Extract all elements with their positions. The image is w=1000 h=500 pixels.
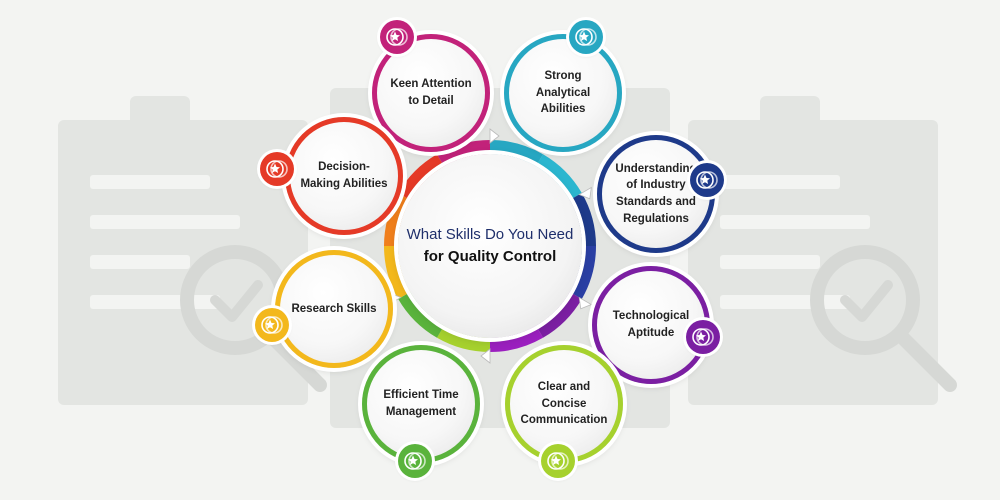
skill-label: Technological Aptitude	[612, 310, 690, 339]
ring-arrow-icon	[489, 128, 500, 144]
skill-node-time-management: Efficient Time Management	[362, 345, 480, 463]
hub-ring-segment	[569, 246, 596, 299]
star-badge-icon	[260, 152, 294, 186]
hub-ring-segment	[398, 292, 444, 338]
skill-label: Keen Attention to Detail	[390, 78, 472, 107]
star-badge-icon	[686, 320, 720, 354]
star-badge-icon	[255, 308, 289, 342]
skill-node-analytical-abilities: Strong Analytical Abilities	[504, 34, 622, 152]
magnifier-right-icon	[810, 245, 920, 355]
hub-ring-segment	[384, 246, 411, 299]
star-badge-icon	[541, 444, 575, 478]
hub-ring-segment	[536, 154, 582, 200]
ring-arrow-icon	[578, 296, 593, 310]
hub-title: What Skills Do You Need	[406, 225, 574, 243]
hub-ring-segment	[536, 292, 582, 338]
star-badge-icon	[690, 163, 724, 197]
star-badge-icon	[398, 444, 432, 478]
ring-arrow-icon	[578, 186, 592, 200]
skill-label: Efficient Time Management	[383, 389, 459, 418]
skill-node-industry-standards: Understanding of Industry Standards and …	[597, 135, 715, 253]
skill-node-research-skills: Research Skills	[275, 250, 393, 368]
skill-label: Understanding of Industry Standards and …	[615, 162, 697, 225]
star-badge-icon	[569, 20, 603, 54]
hub-ring-segment	[569, 193, 596, 246]
hub-subtitle: for Quality Control	[423, 248, 557, 266]
star-badge-icon	[380, 20, 414, 54]
ring-arrow-icon	[480, 348, 491, 364]
hub-ring-segment	[490, 325, 543, 352]
hub-circle: What Skills Do You Need for Quality Cont…	[398, 154, 582, 338]
hub-ring-segment	[398, 154, 444, 200]
hub-ring-segment	[384, 193, 411, 246]
hub-ring-segment	[437, 140, 490, 167]
skill-label: Strong Analytical Abilities	[535, 69, 591, 116]
skill-label: Research Skills	[291, 302, 377, 315]
skill-label: Clear and Concise Communication	[520, 380, 608, 427]
skill-node-technological-aptitude: Technological Aptitude	[592, 266, 710, 384]
skill-node-decision-making: Decision-Making Abilities	[285, 117, 403, 235]
skill-label: Decision-Making Abilities	[300, 161, 388, 190]
hub-ring-segment	[490, 140, 543, 167]
hub-ring-segment	[437, 325, 490, 352]
skill-node-attention-to-detail: Keen Attention to Detail	[372, 34, 490, 152]
skill-node-clear-communication: Clear and Concise Communication	[505, 345, 623, 463]
